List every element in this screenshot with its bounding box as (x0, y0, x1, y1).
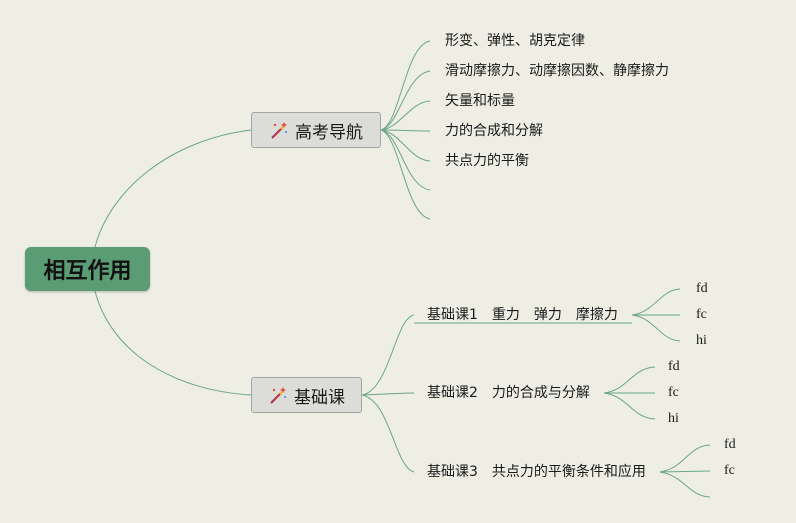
leaf-mocali[interactable]: 滑动摩擦力、动摩擦因数、静摩擦力 (445, 63, 669, 79)
connector-sub3-fc (659, 470, 711, 473)
branch-label: 高考导航 (295, 122, 363, 143)
leaf-fd[interactable]: fd (724, 437, 736, 452)
sub-node-jichu-1[interactable]: 基础课1 重力 弹力 摩擦力 (427, 307, 618, 323)
root-label: 相互作用 (43, 259, 132, 284)
leaf-fd[interactable]: fd (696, 281, 708, 296)
leaf-hi[interactable]: hi (696, 333, 707, 348)
connector-sub2-hi (603, 392, 656, 420)
leaf-fc[interactable]: fc (696, 307, 707, 322)
connector-gaokao-1 (380, 40, 431, 131)
connector-gaokao-4 (380, 129, 431, 132)
connector-gaokao-7 (380, 129, 431, 220)
root-node[interactable]: 相互作用 (25, 247, 150, 291)
branch-gaokao-daohang[interactable]: 高考导航 (251, 112, 381, 148)
connector-sub1-hi (631, 314, 681, 342)
leaf-shiliang[interactable]: 矢量和标量 (445, 93, 515, 109)
connector-sub1-fd (631, 288, 681, 316)
connector-gaokao-3 (380, 100, 431, 131)
connector-root-gaokao (94, 129, 252, 248)
leaf-xingbian[interactable]: 形变、弹性、胡克定律 (445, 33, 585, 49)
connector-root-jichu (94, 290, 252, 396)
leaf-pingheng[interactable]: 共点力的平衡 (445, 153, 529, 169)
leaf-hi[interactable]: hi (668, 411, 679, 426)
leaf-fd[interactable]: fd (668, 359, 680, 374)
leaf-fc[interactable]: fc (668, 385, 679, 400)
connector-jichu-3 (361, 394, 415, 473)
connector-jichu-2 (361, 392, 415, 396)
branch-label: 基础课 (294, 387, 345, 408)
connector-sub3-fd (659, 444, 711, 473)
connector-jichu-1 (361, 314, 415, 396)
connector-sub3-x (659, 471, 711, 498)
connector-gaokao-2 (380, 70, 431, 131)
sub-node-jichu-3[interactable]: 基础课3 共点力的平衡条件和应用 (427, 464, 646, 480)
leaf-fc[interactable]: fc (724, 463, 735, 478)
leaf-hecheng[interactable]: 力的合成和分解 (445, 123, 543, 139)
magic-wand-icon (270, 387, 286, 404)
branch-jichu-ke[interactable]: 基础课 (251, 377, 362, 413)
connector-gaokao-6 (380, 129, 431, 191)
sub-node-jichu-2[interactable]: 基础课2 力的合成与分解 (427, 385, 590, 401)
connector-gaokao-5 (380, 129, 431, 162)
magic-wand-icon (271, 122, 287, 139)
connector-sub2-fd (603, 366, 656, 394)
